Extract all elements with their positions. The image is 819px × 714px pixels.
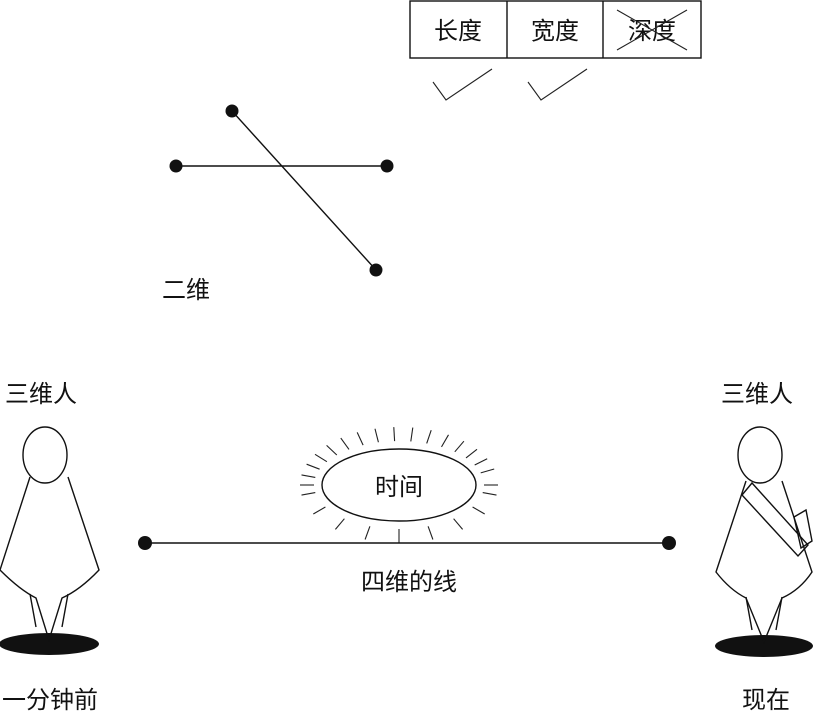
bag-strap: [741, 481, 809, 558]
left-time-label: 一分钟前: [2, 686, 98, 714]
glow-ray: [393, 427, 396, 442]
glow-ray: [480, 468, 495, 474]
glow-ray: [453, 518, 464, 530]
left-person-label: 三维人: [5, 380, 77, 408]
glow-ray: [356, 432, 364, 446]
glow-ray: [410, 427, 414, 442]
diagonal-segment: [231, 110, 377, 271]
endpoint-dot: [138, 536, 152, 550]
time-label: 时间: [375, 473, 423, 501]
glow-ray: [340, 437, 350, 450]
cell-length: 长度: [434, 17, 482, 45]
two-d-lines: [169, 104, 394, 277]
time-bubble: 时间: [300, 427, 498, 543]
cross-mark-icon: [616, 9, 688, 51]
glow-ray: [426, 430, 432, 444]
endpoint-dot: [380, 159, 394, 173]
glow-ray: [482, 492, 497, 496]
time-ellipse: [321, 448, 477, 522]
cell-width: 宽度: [531, 17, 579, 45]
glow-rays: [300, 427, 498, 543]
endpoint-dot: [225, 104, 239, 118]
glow-ray: [313, 506, 326, 515]
glow-ray: [306, 463, 320, 470]
person-head: [737, 426, 783, 484]
check-mark-icon: [527, 68, 588, 101]
endpoint-dot: [662, 536, 676, 550]
glow-ray: [326, 444, 338, 456]
glow-ray: [301, 474, 316, 478]
check-mark-icon: [432, 68, 493, 101]
right-person-label: 三维人: [721, 380, 793, 408]
person-body: [0, 476, 100, 643]
person-head: [22, 426, 68, 484]
left-person-figure: [0, 426, 100, 655]
glow-ray: [301, 492, 316, 496]
glow-ray: [441, 434, 449, 448]
glow-ray: [374, 428, 379, 443]
cell-depth: 深度: [628, 17, 676, 45]
endpoint-dot: [369, 263, 383, 277]
glow-ray: [334, 518, 345, 530]
glow-ray: [364, 526, 371, 540]
right-person-figure: [715, 426, 813, 657]
table-border: [409, 0, 702, 59]
ground-shadow: [715, 635, 813, 657]
glow-ray: [427, 526, 434, 540]
right-time-label: 现在: [742, 686, 790, 714]
four-d-line: [138, 536, 676, 550]
bag-icon: [793, 508, 813, 550]
glow-ray: [465, 448, 478, 459]
glow-ray: [454, 440, 465, 453]
glow-ray: [314, 453, 328, 463]
ground-shadow: [0, 633, 99, 655]
two-d-label: 二维: [162, 276, 210, 304]
glow-ray: [474, 458, 488, 466]
dimension-table: 长度 宽度 深度: [409, 0, 702, 101]
endpoint-dot: [169, 159, 183, 173]
glow-ray: [472, 506, 485, 515]
person-body: [715, 480, 813, 644]
four-d-label: 四维的线: [361, 568, 457, 596]
